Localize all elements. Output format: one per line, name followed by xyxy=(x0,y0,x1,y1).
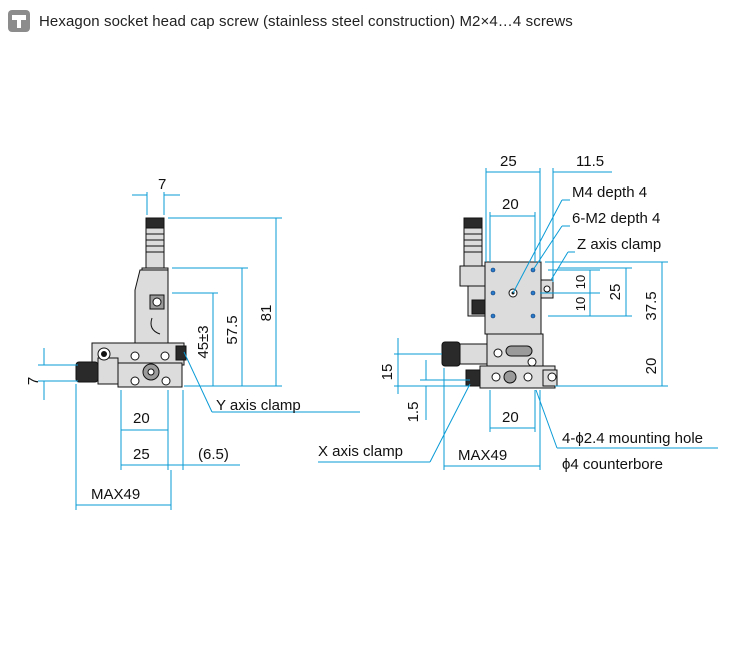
screw-icon xyxy=(8,10,30,32)
dim-right-left-15: 15 xyxy=(379,364,396,381)
dim-right-10a: 10 xyxy=(573,275,588,289)
dim-right-25: 25 xyxy=(607,284,624,301)
dim-left-base-25: 25 xyxy=(133,446,150,463)
dim-left-height-mid: 57.5 xyxy=(224,315,241,344)
label-z-axis-clamp: Z axis clamp xyxy=(577,236,661,253)
dim-right-10b: 10 xyxy=(573,297,588,311)
label-m4-depth: M4 depth 4 xyxy=(572,184,647,201)
left-dimension-lines xyxy=(38,192,360,510)
right-stage-drawing xyxy=(441,217,558,389)
right-dimension-text: 25 11.5 20 M4 depth 4 6-M2 depth 4 Z axi… xyxy=(318,153,703,473)
label-m2-depth: 6-M2 depth 4 xyxy=(572,210,660,227)
dim-left-offset: 7 xyxy=(25,377,42,385)
dim-right-base-20: 20 xyxy=(502,409,519,426)
dim-left-top-width: 7 xyxy=(158,176,166,193)
header-text: Hexagon socket head cap screw (stainless… xyxy=(39,12,573,30)
left-dimension-text: 7 81 57.5 45±3 7 20 25 (6.5) MAX49 Y axi… xyxy=(25,176,301,503)
right-dimension-lines xyxy=(318,168,718,470)
label-mounting-hole: 4-ϕ2.4 mounting hole xyxy=(562,430,703,447)
dim-right-max: MAX49 xyxy=(458,447,507,464)
dim-right-top-25: 25 xyxy=(500,153,517,170)
left-stage-drawing xyxy=(75,217,187,388)
header: Hexagon socket head cap screw (stainless… xyxy=(8,8,744,34)
dim-right-20: 20 xyxy=(643,358,660,375)
label-counterbore: ϕ4 counterbore xyxy=(562,456,663,473)
label-y-axis-clamp: Y axis clamp xyxy=(216,397,301,414)
dim-left-height-total: 81 xyxy=(258,305,275,322)
dim-right-37-5: 37.5 xyxy=(643,291,660,320)
dim-right-inner-20: 20 xyxy=(502,196,519,213)
dim-left-overhang: (6.5) xyxy=(198,446,229,463)
dim-left-max: MAX49 xyxy=(91,486,140,503)
label-x-axis-clamp: X axis clamp xyxy=(318,443,403,460)
dim-left-travel: 45±3 xyxy=(195,325,212,358)
dim-right-left-1-5: 1.5 xyxy=(405,402,422,423)
dim-left-base-20: 20 xyxy=(133,410,150,427)
dim-right-top-11-5: 11.5 xyxy=(576,153,604,170)
